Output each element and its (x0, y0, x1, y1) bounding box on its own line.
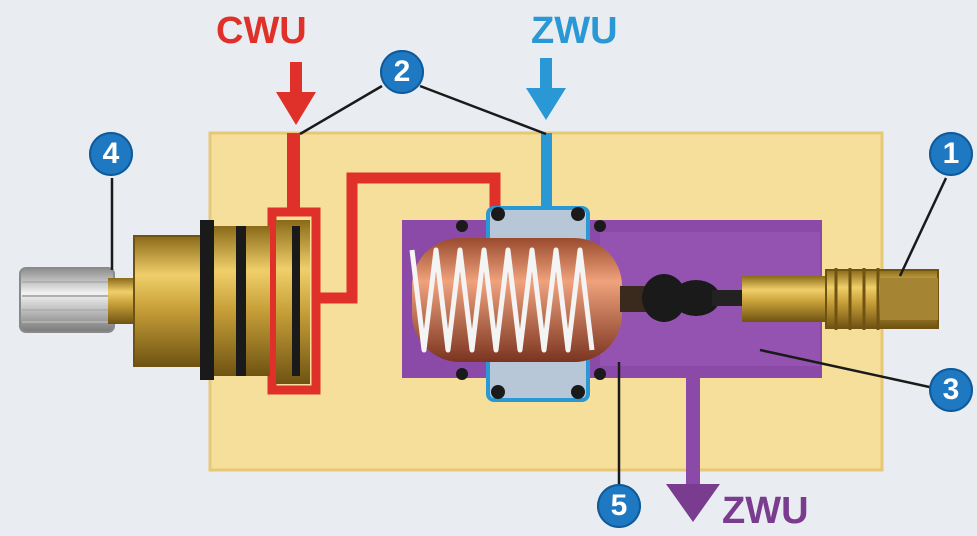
callout-5: 5 (597, 484, 641, 528)
hot-bypass-channel (320, 172, 501, 304)
hot-water-label: CWU (216, 10, 307, 52)
callout-2: 2 (380, 50, 424, 94)
cold-water-label: ZWU (531, 10, 618, 52)
hot-inlet-arrow (276, 92, 316, 125)
callout-4: 4 (89, 132, 133, 176)
hot-ring (267, 207, 321, 395)
leader-1 (898, 177, 948, 277)
outlet-arrow (666, 484, 720, 522)
leader-2-hot (299, 84, 383, 136)
callout-3: 3 (929, 368, 973, 412)
outlet-channel (686, 378, 700, 486)
cold-inlet-channel (541, 133, 552, 225)
outlet-water-label: ZWU (722, 490, 809, 532)
spring (409, 247, 595, 353)
leader-2-cold (419, 84, 547, 136)
callout-1: 1 (929, 132, 973, 176)
adjust-screw-sleeve (742, 276, 834, 322)
cartridge-nut (133, 235, 203, 367)
leader-3 (759, 348, 935, 390)
poppet (642, 274, 686, 322)
cold-inlet-arrow (526, 88, 566, 120)
leader-lines (110, 84, 948, 488)
hot-inlet-channel (287, 133, 300, 213)
